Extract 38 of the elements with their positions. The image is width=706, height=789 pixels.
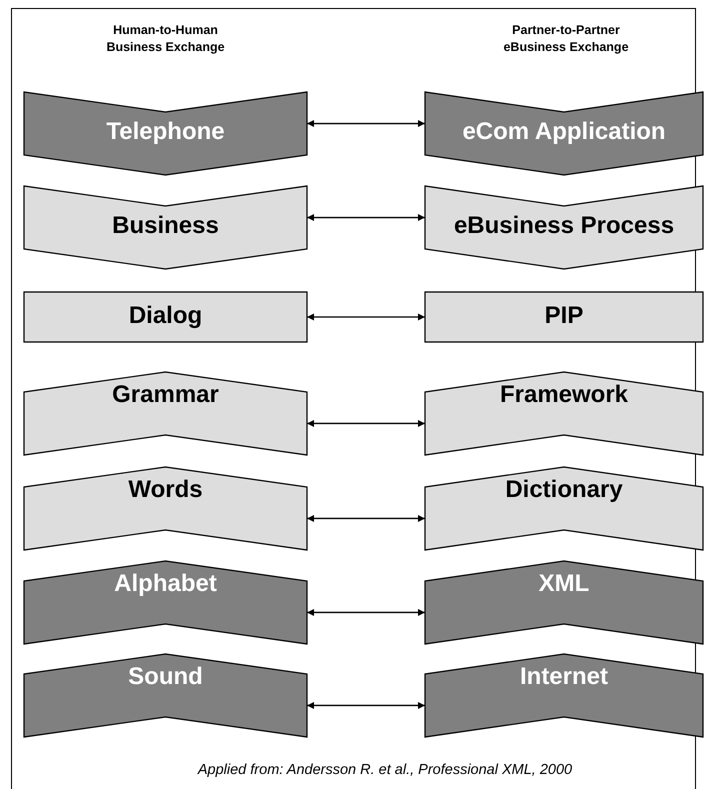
chevron-shape (24, 92, 307, 175)
chevron-shape (24, 292, 307, 342)
column-heading: Human-to-Human Business Exchange (105, 22, 226, 56)
chevron-shape (425, 467, 703, 550)
node-label: Dialog (128, 302, 204, 330)
double-arrow (307, 120, 425, 128)
node-label: eCom Application (461, 118, 667, 146)
double-arrow (307, 514, 425, 522)
double-arrow (307, 314, 425, 320)
column-heading: Partner-to-Partner eBusiness Exchange (502, 22, 630, 56)
double-arrow (307, 608, 425, 616)
chevron-shape (425, 292, 703, 342)
node-label: Words (127, 476, 204, 504)
node-label: Internet (518, 663, 609, 691)
chevron-shape (425, 372, 703, 455)
chevron-shape (24, 186, 307, 269)
chevron-shape (24, 654, 307, 737)
node-label: Grammar (111, 381, 220, 409)
double-arrow (307, 420, 425, 427)
chevron-shape (425, 561, 703, 644)
node-label: Sound (127, 663, 204, 691)
chevron-shape (425, 654, 703, 737)
caption: Applied from: Andersson R. et al., Professional XML, 2000 (196, 762, 574, 778)
node-label: Business (111, 212, 220, 240)
chevron-shape (24, 372, 307, 455)
node-label: Framework (498, 381, 630, 409)
chevron-shape (24, 561, 307, 644)
node-label: Dictionary (504, 476, 624, 504)
double-arrow (307, 214, 425, 222)
node-label: Telephone (105, 118, 226, 146)
double-arrow (307, 702, 425, 709)
node-label: XML (538, 570, 590, 598)
node-label: Alphabet (113, 570, 218, 598)
chevron-shape (24, 467, 307, 550)
chevron-shape (425, 92, 703, 175)
node-label: PIP (544, 302, 584, 330)
chevron-shape (425, 186, 703, 269)
node-label: eBusiness Process (452, 212, 676, 240)
